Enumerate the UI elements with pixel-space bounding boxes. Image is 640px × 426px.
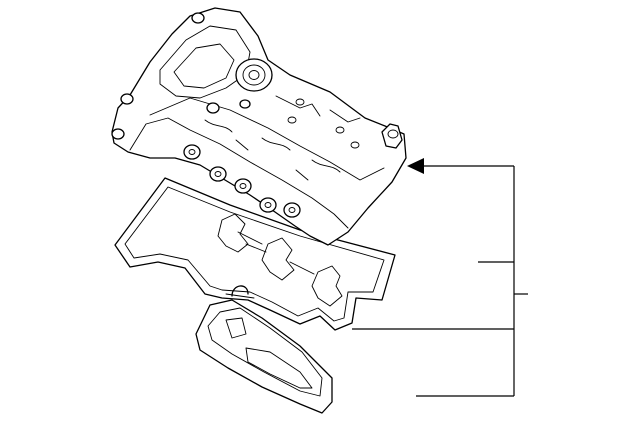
cover-ribs [204, 95, 361, 181]
seal-gasket [195, 299, 333, 414]
valve-cover [111, 7, 407, 246]
gasket-pads [217, 213, 343, 307]
callout-leaders [352, 158, 528, 397]
cover-studs [111, 12, 251, 140]
bolt-bosses [183, 144, 301, 218]
pcv-boss [381, 123, 403, 149]
oil-cap [235, 58, 273, 92]
callout-arrow [407, 158, 424, 174]
